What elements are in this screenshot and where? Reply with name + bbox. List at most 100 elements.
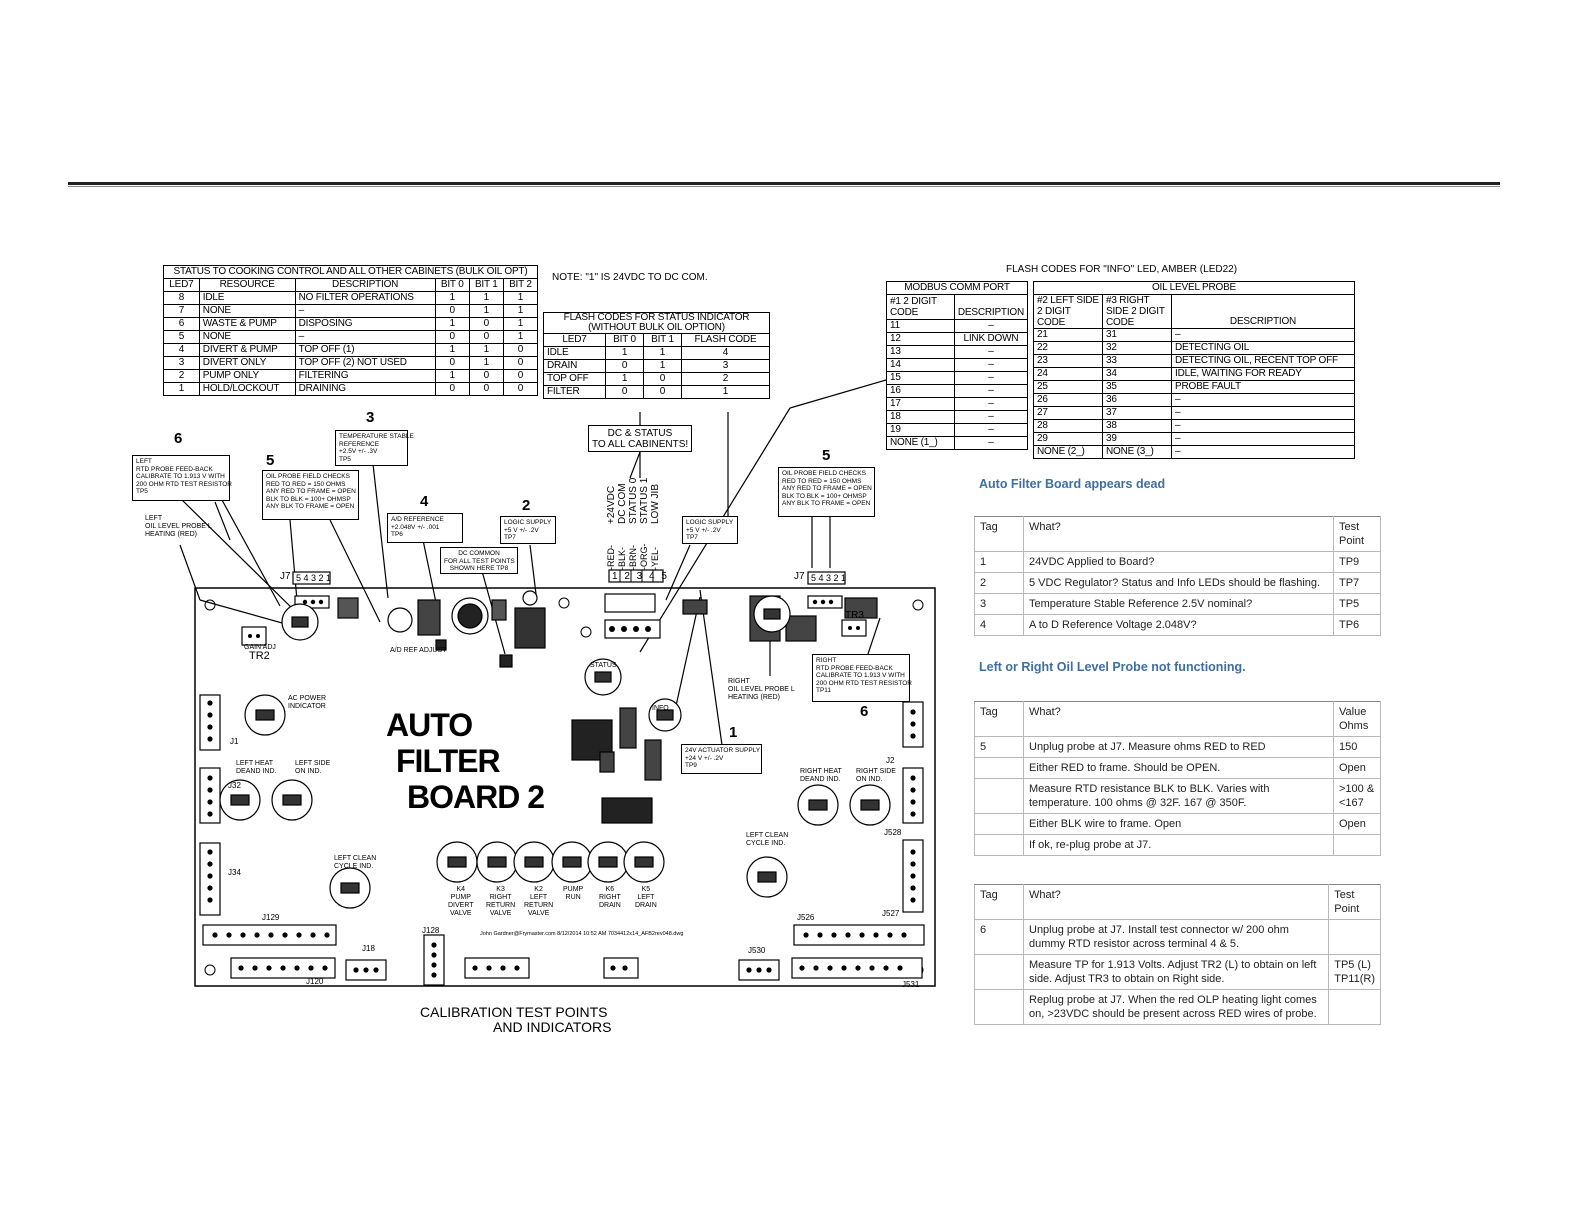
table-row: Measure TP for 1.913 Volts. Adjust TR2 (…: [974, 954, 1381, 990]
box-temp-ref: TEMPERATURE STABLE REFERENCE +2.5V +/- .…: [335, 430, 414, 466]
caption-line-1: CALIBRATION TEST POINTS: [420, 1004, 608, 1020]
table-row: Measure RTD resistance BLK to BLK. Varie…: [974, 778, 1381, 814]
oil-col4: #3 RIGHT SIDE 2 DIGIT CODE: [1102, 294, 1172, 329]
table-cell: If ok, re-plug probe at J7.: [1023, 834, 1334, 856]
oil-col5: DESCRIPTION: [1171, 294, 1355, 329]
table-cell: [1333, 834, 1381, 856]
table-header: Tag: [974, 701, 1024, 737]
table-cell: [974, 834, 1024, 856]
table-cell: 1: [974, 551, 1024, 573]
wire-label: LOW JIB: [650, 483, 661, 524]
ac-power-label: AC POWER INDICATOR: [288, 695, 327, 710]
table-row: If ok, re-plug probe at J7.: [974, 834, 1381, 856]
tr2-label: TR2: [249, 650, 270, 662]
table-cell: Unplug probe at J7. Measure ohms RED to …: [1023, 736, 1334, 758]
wire-block: [608, 569, 664, 583]
relay-label: K3 RIGHT RETURN VALVE: [486, 886, 516, 917]
wire-label: DC COM: [617, 483, 628, 524]
connector-label: J530: [748, 946, 766, 955]
status-led-label: STATUS: [590, 662, 617, 669]
section2-heading: Left or Right Oil Level Probe not functi…: [979, 660, 1246, 674]
connector-label: J528: [884, 828, 902, 837]
relay-label: PUMP RUN: [563, 886, 584, 901]
mount-hole: [204, 599, 216, 611]
led-indicators: [219, 595, 891, 909]
header-rule: [68, 182, 1500, 185]
connector-label: J1: [230, 737, 239, 746]
table-cell: 1: [502, 291, 539, 305]
header-rule-thin: [68, 186, 1500, 187]
table-cell: 0: [502, 356, 539, 370]
left-side-on-label: LEFT SIDE ON IND.: [295, 760, 331, 775]
table-cell: [974, 813, 1024, 835]
table-header: Test Point: [1333, 516, 1381, 552]
mount-hole: [580, 626, 592, 638]
table-row: 13–: [886, 345, 1029, 359]
box-oil-probe-right: OIL PROBE FIELD CHECKS RED TO RED = 150 …: [778, 467, 875, 517]
relay-label: K5 LEFT DRAIN: [635, 886, 657, 909]
oil-level-table: OIL LEVEL PROBE #2 LEFT SIDE 2 DIGIT COD…: [1033, 281, 1355, 459]
board-title-2: FILTER: [396, 743, 501, 779]
connector-label: J120: [306, 977, 324, 986]
relay-label: K2 LEFT RETURN VALVE: [524, 886, 554, 917]
wire-color: -YEL-: [650, 546, 660, 570]
tag-5-left: 5: [266, 452, 275, 469]
left-clean-label-2: LEFT CLEAN CYCLE IND.: [746, 832, 789, 847]
caption-line-2: AND INDICATORS: [493, 1019, 612, 1035]
table-cell: –: [1171, 445, 1355, 459]
table-cell: TP7: [1333, 572, 1381, 594]
label-left-heating: LEFT OIL LEVEL PROBE L HEATING (RED): [145, 515, 212, 538]
label-right-heating: RIGHT OIL LEVEL PROBE L HEATING (RED): [728, 678, 795, 701]
info-led-label: INFO: [652, 705, 669, 712]
table-header: What?: [1023, 701, 1334, 737]
box-right-rtd: RIGHT RTD PROBE FEED-BACK CALIBRATE TO 1…: [812, 654, 912, 702]
table-cell: [974, 757, 1024, 779]
board-title-3: BOARD 2: [407, 779, 545, 815]
table-row: NONE (2_)NONE (3_)–: [1033, 445, 1355, 459]
table-cell: 5: [974, 736, 1024, 758]
table-cell: Open: [1333, 813, 1381, 835]
connector-label: J527: [882, 909, 900, 918]
table-cell: [974, 989, 1024, 1025]
box-logic-right: LOGIC SUPPLY +5 V +/- .2V TP7: [682, 516, 738, 544]
flash-status-subtitle: (WITHOUT BULK OIL OPTION): [588, 322, 725, 333]
mount-hole: [558, 597, 570, 609]
table-cell: 0: [502, 382, 539, 396]
status-cooking-table: STATUS TO COOKING CONTROL AND ALL OTHER …: [163, 265, 539, 396]
tag-1: 1: [729, 724, 738, 741]
j7-left-pins: 5 4 3 2 1: [296, 573, 332, 583]
table-cell: 6: [974, 919, 1024, 955]
table-cell: >100 & <167: [1333, 778, 1381, 814]
table-cell: 0: [605, 385, 644, 399]
connector-label: J128: [422, 926, 440, 935]
table-cell: 2: [974, 572, 1024, 594]
table-cell: TP6: [1333, 614, 1381, 636]
relay-label: K6 RIGHT DRAIN: [599, 886, 621, 909]
box-ad-ref: A/D REFERENCE +2.048V +/- .001 TP6: [387, 513, 463, 543]
modbus-col2: DESCRIPTION: [953, 294, 1029, 320]
wire-color: -ORG-: [639, 543, 649, 571]
table-cell: 5 VDC Regulator? Status and Info LEDs sh…: [1023, 572, 1334, 594]
table-cell: A to D Reference Voltage 2.048V?: [1023, 614, 1334, 636]
components: [337, 590, 878, 824]
designer-line: John Gardner@Frymaster.com 8/12/2014 10:…: [480, 931, 684, 937]
tag-5-right: 5: [822, 447, 831, 464]
wire-label: STATUS 0: [628, 477, 639, 524]
table-header: Tag: [974, 516, 1024, 552]
board-outline: [194, 587, 936, 987]
note-24vdc: NOTE: "1" IS 24VDC TO DC COM.: [552, 272, 708, 283]
